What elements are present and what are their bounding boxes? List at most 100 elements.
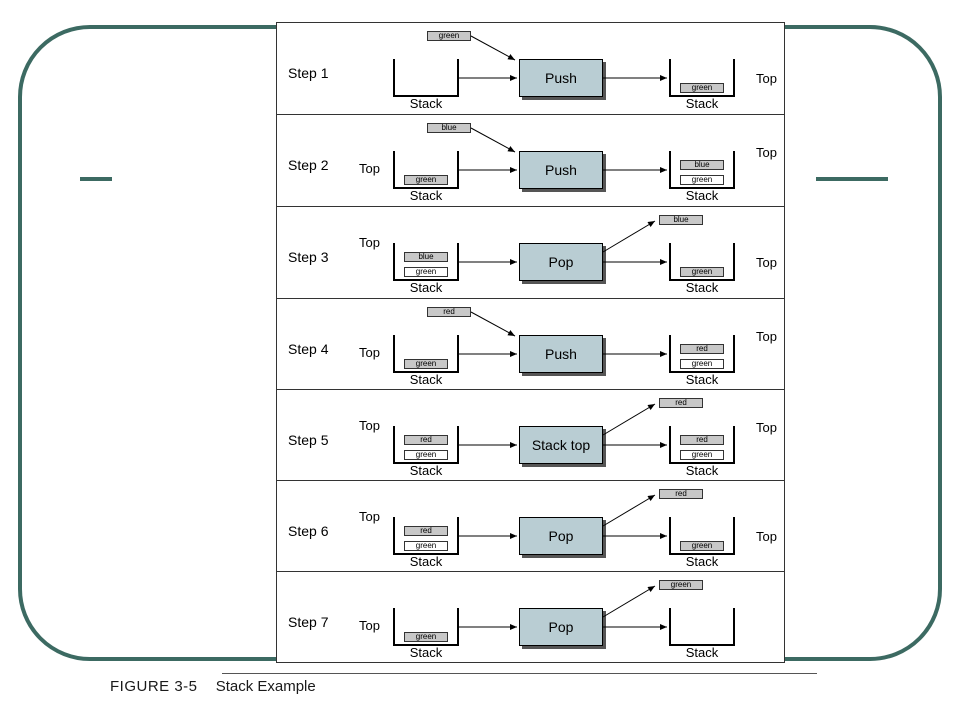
after-stack-label: Stack: [685, 554, 719, 569]
stack-item: green: [680, 175, 724, 185]
popped-item: red: [659, 398, 703, 408]
step-label: Step 4: [288, 341, 329, 357]
popped-item: blue: [659, 215, 703, 225]
step-label: Step 7: [288, 614, 329, 630]
caption-figure-number: FIGURE 3-5: [110, 678, 198, 695]
before-stack-label: Stack: [409, 645, 443, 660]
caption-rule: [222, 673, 817, 674]
before-top-label: Top: [359, 345, 380, 360]
stack-item: green: [680, 359, 724, 369]
stack-item: green: [404, 175, 448, 185]
arrow-operation-to-output: [602, 403, 656, 436]
before-stack-label: Stack: [409, 554, 443, 569]
after-stack-label: Stack: [685, 372, 719, 387]
operation-box: Stack top: [519, 426, 603, 464]
after-stack-container: [669, 517, 735, 555]
input-item: red: [427, 307, 471, 317]
before-stack-label: Stack: [409, 463, 443, 478]
stack-item: green: [680, 267, 724, 277]
after-stack-label: Stack: [685, 96, 719, 111]
input-item: green: [427, 31, 471, 41]
stack-item: green: [404, 632, 448, 642]
before-stack-container: [393, 243, 459, 281]
stack-item: red: [680, 344, 724, 354]
before-stack-container: [393, 517, 459, 555]
arrow-operation-to-output: [602, 585, 656, 618]
before-stack-container: [393, 426, 459, 464]
stack-item: green: [404, 267, 448, 277]
after-stack-container: [669, 608, 735, 646]
arrow-input-to-push: [470, 35, 516, 61]
stack-item: green: [680, 541, 724, 551]
after-top-label: Top: [756, 420, 777, 435]
before-top-label: Top: [359, 509, 380, 524]
stack-item: blue: [680, 160, 724, 170]
popped-item: red: [659, 489, 703, 499]
after-stack-container: [669, 151, 735, 189]
caption-title: Stack Example: [215, 678, 316, 695]
after-top-label: Top: [756, 255, 777, 270]
stack-item: green: [680, 450, 724, 460]
arrow-operation-to-output: [602, 220, 656, 253]
operation-box: Push: [519, 151, 603, 189]
operation-box: Push: [519, 335, 603, 373]
stack-item: green: [404, 450, 448, 460]
after-top-label: Top: [756, 145, 777, 160]
stack-item: blue: [404, 252, 448, 262]
popped-item: green: [659, 580, 703, 590]
after-top-label: Top: [756, 71, 777, 86]
left-accent-bar: [80, 177, 112, 181]
after-stack-container: [669, 426, 735, 464]
before-stack-container: [393, 59, 459, 97]
before-stack-container: [393, 608, 459, 646]
figure-caption: FIGURE 3-5 Stack Example: [110, 678, 316, 695]
arrow-input-to-push: [470, 127, 516, 153]
before-top-label: Top: [359, 618, 380, 633]
before-stack-container: [393, 335, 459, 373]
after-top-label: Top: [756, 329, 777, 344]
before-top-label: Top: [359, 235, 380, 250]
before-stack-label: Stack: [409, 96, 443, 111]
before-top-label: Top: [359, 161, 380, 176]
operation-box: Push: [519, 59, 603, 97]
step-label: Step 6: [288, 523, 329, 539]
before-stack-container: [393, 151, 459, 189]
step-label: Step 3: [288, 249, 329, 265]
after-top-label: Top: [756, 529, 777, 544]
step-label: Step 2: [288, 157, 329, 173]
before-stack-label: Stack: [409, 372, 443, 387]
stack-item: green: [404, 541, 448, 551]
after-stack-container: [669, 59, 735, 97]
after-stack-container: [669, 335, 735, 373]
before-top-label: Top: [359, 418, 380, 433]
stack-item: red: [404, 435, 448, 445]
operation-box: Pop: [519, 608, 603, 646]
arrow-input-to-push: [470, 311, 516, 337]
after-stack-container: [669, 243, 735, 281]
stack-item: green: [404, 359, 448, 369]
before-stack-label: Stack: [409, 280, 443, 295]
step-label: Step 5: [288, 432, 329, 448]
operation-box: Pop: [519, 517, 603, 555]
operation-box: Pop: [519, 243, 603, 281]
after-stack-label: Stack: [685, 463, 719, 478]
after-stack-label: Stack: [685, 645, 719, 660]
step-label: Step 1: [288, 65, 329, 81]
right-accent-bar: [816, 177, 888, 181]
before-stack-label: Stack: [409, 188, 443, 203]
stack-item: green: [680, 83, 724, 93]
arrow-operation-to-output: [602, 494, 656, 527]
after-stack-label: Stack: [685, 188, 719, 203]
input-item: blue: [427, 123, 471, 133]
after-stack-label: Stack: [685, 280, 719, 295]
stack-item: red: [680, 435, 724, 445]
stack-item: red: [404, 526, 448, 536]
